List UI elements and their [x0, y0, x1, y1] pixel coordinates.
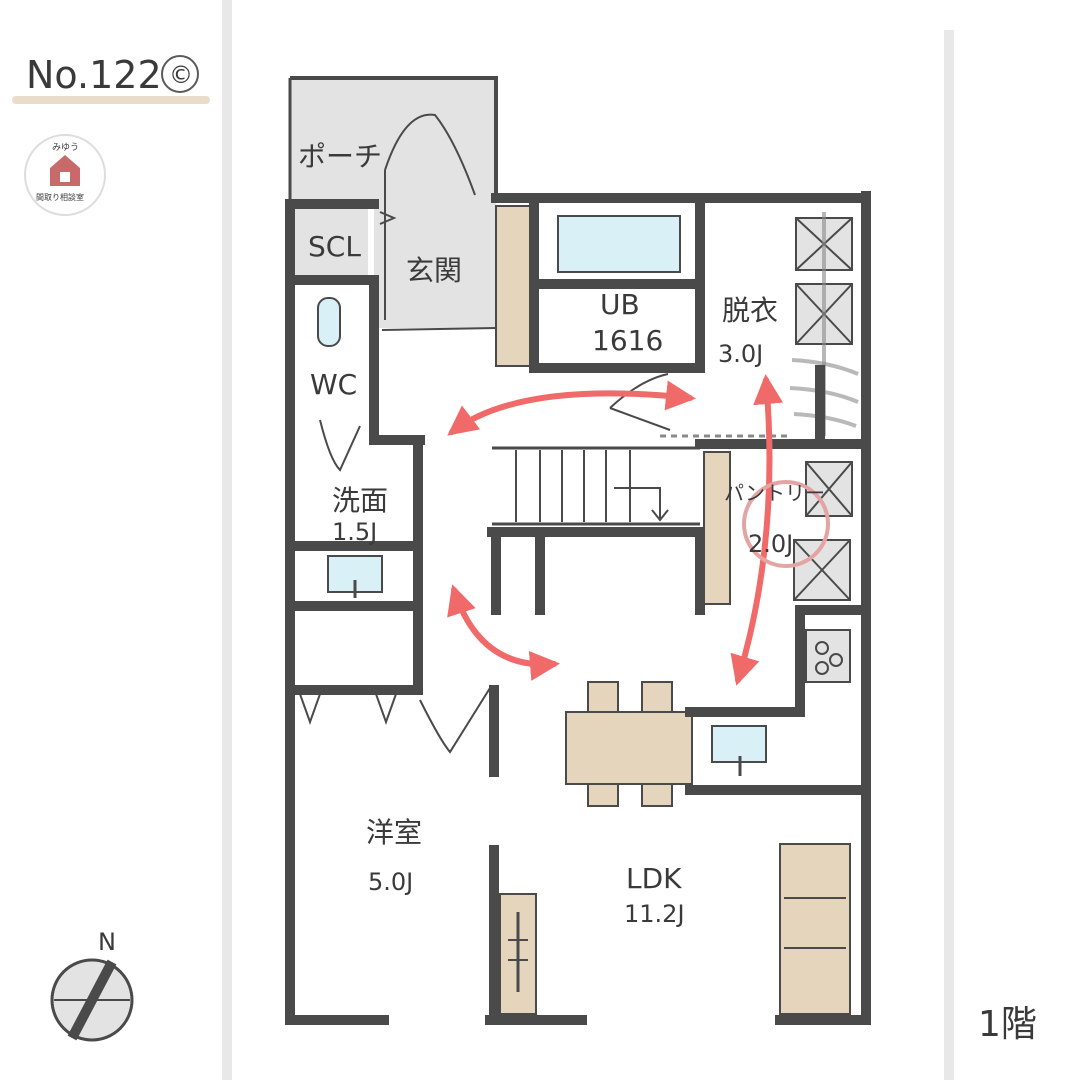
copyright-circle	[161, 55, 199, 93]
plan-number: No.122	[26, 53, 162, 97]
right-divider	[944, 30, 954, 1080]
entrance-label: 玄関	[406, 254, 462, 287]
pantry-size: 2.0J	[748, 530, 793, 558]
logo: みゆう 間取り相談室	[24, 134, 106, 216]
ldk-size: 11.2J	[624, 900, 685, 928]
logo-bottom-text: 間取り相談室	[36, 192, 84, 202]
cooktop	[805, 629, 851, 683]
chair-3	[587, 783, 619, 807]
chair-4	[641, 783, 673, 807]
storage-shelf-4	[793, 539, 851, 601]
logo-top-text: みゆう	[52, 142, 79, 153]
compass-north-label: N	[98, 928, 116, 956]
scl-area	[294, 204, 368, 278]
wood-panel-pantry	[703, 451, 731, 605]
dining-table	[565, 711, 693, 785]
ub-size: 1616	[592, 324, 663, 357]
chair-1	[587, 681, 619, 713]
toilet	[317, 297, 341, 347]
pantry-label: パントリー	[724, 481, 825, 505]
title-underline	[12, 96, 210, 104]
wood-panel-ub	[495, 205, 535, 367]
western-room-label: 洋室	[366, 816, 422, 849]
copyright-mark: ©	[169, 61, 193, 89]
left-divider	[222, 0, 232, 1080]
western-room-size: 5.0J	[368, 868, 413, 896]
porch-label: ポーチ	[298, 140, 382, 173]
wc-label: WC	[310, 368, 357, 401]
chair-2	[641, 681, 673, 713]
compass-icon	[50, 958, 134, 1042]
staircase	[492, 446, 700, 526]
ub-label: UB	[600, 288, 640, 321]
circulation-arrows	[447, 374, 784, 686]
pantry-highlight-circle	[742, 480, 830, 568]
ldk-label: LDK	[626, 862, 682, 895]
entrance-area	[374, 200, 496, 328]
porch-area	[290, 78, 496, 200]
washroom-size: 1.5J	[332, 518, 377, 546]
floor-label: 1階	[978, 1004, 1037, 1045]
scl-label: SCL	[308, 230, 361, 263]
dressing-label: 脱衣	[722, 294, 778, 327]
dressing-size: 3.0J	[718, 340, 763, 368]
washroom-label: 洗面	[332, 484, 388, 517]
bathtub	[557, 215, 681, 273]
house-icon	[50, 155, 80, 186]
sofa	[779, 843, 851, 1015]
